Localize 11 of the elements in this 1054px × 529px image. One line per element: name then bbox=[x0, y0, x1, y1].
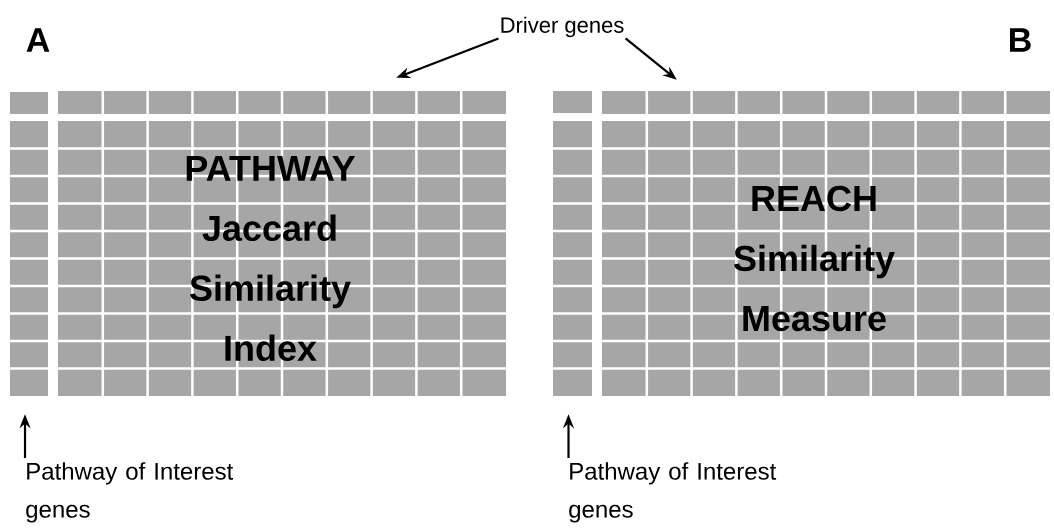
axis-caption: Pathway of Interest genes bbox=[569, 462, 777, 523]
panel-letter: A bbox=[26, 28, 50, 52]
driver-gene-row bbox=[602, 91, 1050, 114]
similarity-matrix: REACH Similarity Measure bbox=[602, 121, 1050, 396]
pathway-gene-column bbox=[10, 121, 48, 396]
driver-gene-row bbox=[58, 91, 506, 114]
axis-caption: Pathway of Interest genes bbox=[26, 462, 234, 523]
annotation-text: Driver genes bbox=[501, 16, 624, 38]
pathway-gene-column bbox=[553, 121, 592, 396]
panel-letter: B bbox=[1010, 28, 1031, 52]
similarity-matrix: PATHWAY Jaccard Similarity Index bbox=[58, 121, 506, 396]
